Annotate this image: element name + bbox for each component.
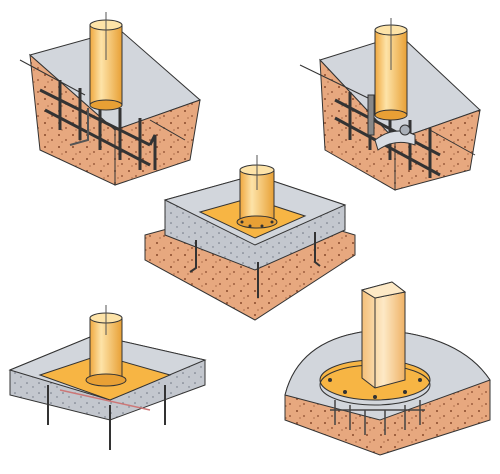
panel-post-with-through-anchors bbox=[8, 305, 207, 450]
rebar-cage bbox=[39, 80, 157, 170]
square-post bbox=[361, 281, 406, 389]
anchor-bolts bbox=[47, 385, 166, 450]
panel-post-with-bracket bbox=[299, 18, 481, 191]
anchor-bolts bbox=[189, 232, 321, 298]
soil-side-right bbox=[394, 109, 481, 191]
anchor-bolt bbox=[69, 108, 89, 146]
anchor-bolt bbox=[367, 94, 375, 136]
panel-post-on-base-plate-grouted bbox=[144, 155, 356, 321]
panel-post-in-reinforced-slab bbox=[19, 12, 201, 186]
anchor-cage bbox=[330, 400, 425, 435]
soil-side-right bbox=[114, 99, 201, 186]
post-top bbox=[360, 281, 407, 299]
bolted-bracket bbox=[374, 130, 416, 151]
panel-square-post-on-round-flange bbox=[284, 281, 491, 456]
